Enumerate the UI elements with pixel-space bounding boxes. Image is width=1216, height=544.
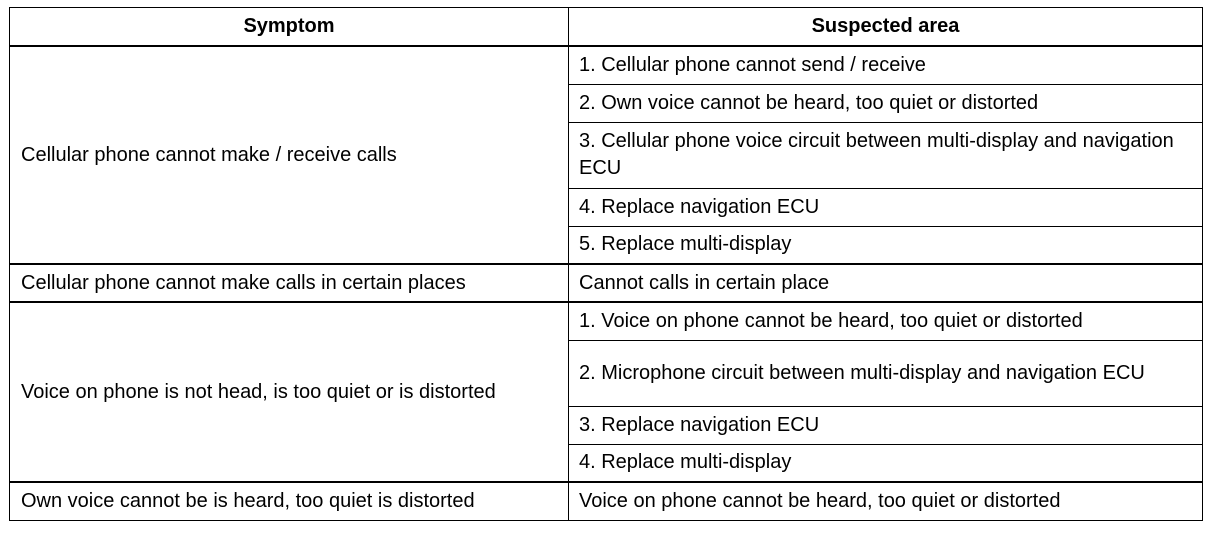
table-row: 4. Replace navigation ECU bbox=[10, 187, 1203, 227]
suspected-area-cell: 3. Replace navigation ECU bbox=[568, 405, 1203, 445]
table-header: Symptom Suspected area bbox=[9, 7, 1203, 47]
table-row: 5. Replace multi-display bbox=[10, 225, 1203, 265]
header-symptom: Symptom bbox=[9, 7, 569, 47]
table-row: 3. Cellular phone voice circuit between … bbox=[10, 121, 1203, 189]
table-row: 4. Replace multi-display bbox=[10, 443, 1203, 483]
suspected-area-cell: 5. Replace multi-display bbox=[568, 225, 1203, 265]
header-suspected-area: Suspected area bbox=[568, 7, 1203, 47]
symptom-cell: Own voice cannot be is heard, too quiet … bbox=[9, 481, 569, 521]
header-row: Symptom Suspected area bbox=[9, 7, 1203, 47]
table-row: Cellular phone cannot make calls in cert… bbox=[9, 263, 1203, 303]
symptom-cell: Cellular phone cannot make calls in cert… bbox=[9, 263, 569, 303]
suspected-area-cell: Voice on phone cannot be heard, too quie… bbox=[568, 481, 1203, 521]
suspected-area-cell: 4. Replace multi-display bbox=[568, 443, 1203, 483]
table-row: 2. Microphone circuit between multi-disp… bbox=[10, 339, 1203, 407]
suspected-area-cell: 1. Cellular phone cannot send / receive bbox=[568, 45, 1203, 85]
suspected-area-cell: 2. Microphone circuit between multi-disp… bbox=[568, 339, 1203, 407]
table-row: Voice on phone is not head, is too quiet… bbox=[9, 301, 1203, 483]
suspected-area-cell: 1. Voice on phone cannot be heard, too q… bbox=[568, 301, 1203, 341]
symptom-cell: Voice on phone is not head, is too quiet… bbox=[9, 301, 569, 483]
suspected-area-cell: 4. Replace navigation ECU bbox=[568, 187, 1203, 227]
suspected-area-cell: 3. Cellular phone voice circuit between … bbox=[568, 121, 1203, 189]
table-row: Own voice cannot be is heard, too quiet … bbox=[9, 481, 1203, 521]
symptom-cell: Cellular phone cannot make / receive cal… bbox=[9, 45, 569, 265]
suspected-area-cell: Cannot calls in certain place bbox=[568, 263, 1203, 303]
table-row: Cellular phone cannot make / receive cal… bbox=[9, 45, 1203, 265]
symptom-table: Symptom Suspected area Cellular phone ca… bbox=[9, 7, 1203, 521]
table-row: 2. Own voice cannot be heard, too quiet … bbox=[10, 83, 1203, 123]
table-body: Cellular phone cannot make / receive cal… bbox=[9, 45, 1203, 521]
suspected-area-cell: 2. Own voice cannot be heard, too quiet … bbox=[568, 83, 1203, 123]
